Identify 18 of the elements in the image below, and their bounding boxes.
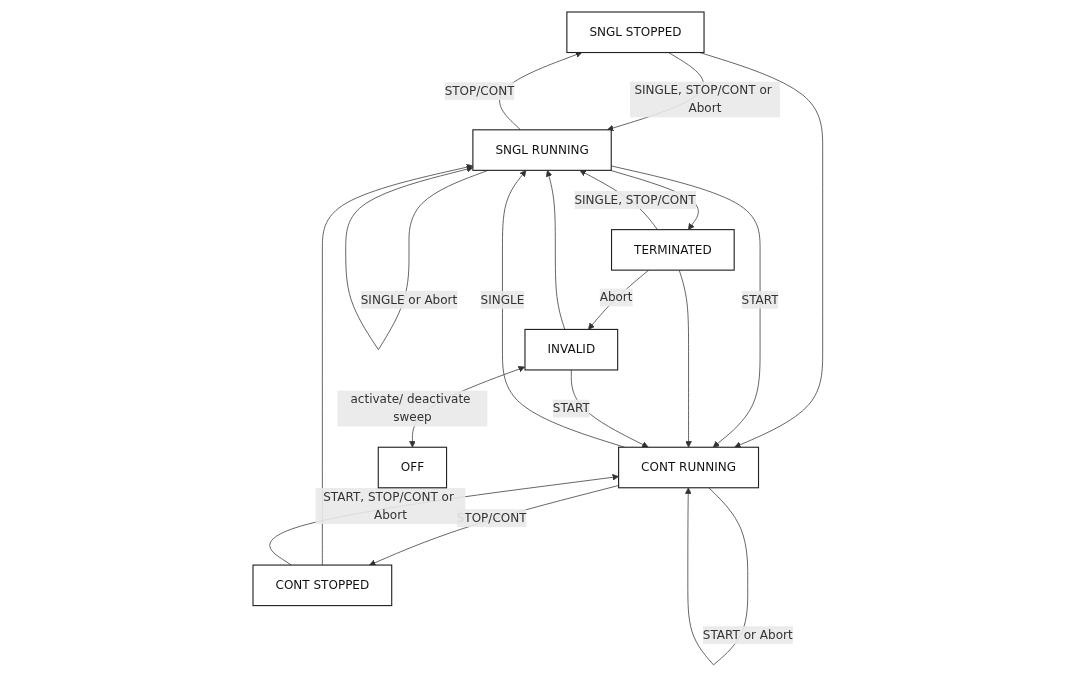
edge-label: SINGLE, STOP/CONT or Abort xyxy=(634,83,772,116)
node-box: OFF xyxy=(377,446,448,489)
node-box: SNGL STOPPED xyxy=(566,11,705,54)
edge-label: SINGLE or Abort xyxy=(360,292,458,307)
node-box: SNGL RUNNING xyxy=(472,129,612,171)
edge-label: SINGLE, STOP/CONT xyxy=(574,192,696,207)
edge-label: STOP/CONT xyxy=(444,83,515,98)
node-box: CONT RUNNING xyxy=(618,446,760,489)
edge-label: START xyxy=(552,401,590,416)
edge-label: activate/ deactivate sweep xyxy=(350,392,471,425)
node-box: TERMINATED xyxy=(611,229,735,271)
edge-label: START xyxy=(741,292,779,307)
node-box: INVALID xyxy=(524,328,619,371)
node-box: CONT STOPPED xyxy=(252,564,393,607)
edge-label: SINGLE xyxy=(480,292,525,307)
edge-label: Abort xyxy=(599,289,633,305)
edge-label: START or Abort xyxy=(703,627,793,642)
edge-label: START, STOP/CONT or Abort xyxy=(323,489,454,522)
